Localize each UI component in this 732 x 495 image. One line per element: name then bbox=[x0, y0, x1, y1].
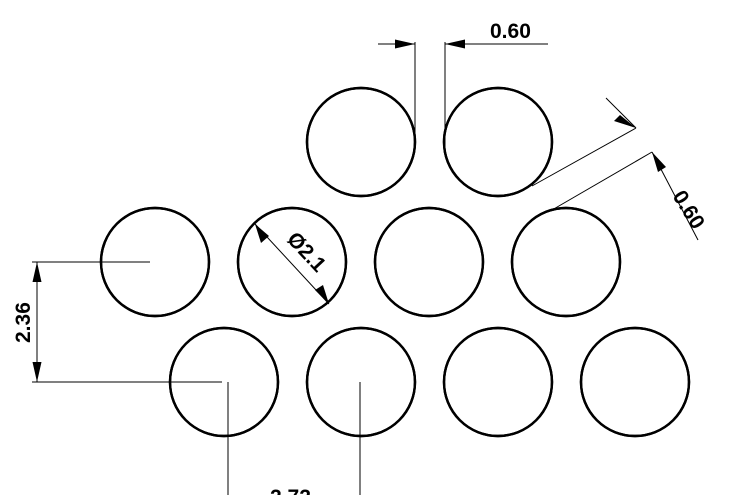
particle-circle bbox=[236, 206, 348, 318]
dimension-row-spacing: 2.36 bbox=[12, 261, 222, 383]
particle-circle bbox=[579, 326, 691, 438]
particle-circle bbox=[510, 206, 622, 318]
particle-circle bbox=[305, 326, 417, 438]
dimension-gap-top: 0.60 bbox=[378, 20, 548, 150]
dimension-label-gap-top: 0.60 bbox=[490, 20, 531, 43]
dimension-label-row-spacing: 2.36 bbox=[12, 302, 35, 343]
particle-circle bbox=[442, 86, 554, 198]
dimension-pitch-bottom: 2.72 bbox=[227, 382, 361, 495]
particle-circles bbox=[99, 86, 691, 438]
particle-circle bbox=[373, 206, 485, 318]
particle-circle bbox=[168, 326, 280, 438]
particle-circle bbox=[442, 326, 554, 438]
particle-circle bbox=[305, 86, 417, 198]
dimension-label-pitch-bottom: 2.72 bbox=[270, 486, 311, 495]
